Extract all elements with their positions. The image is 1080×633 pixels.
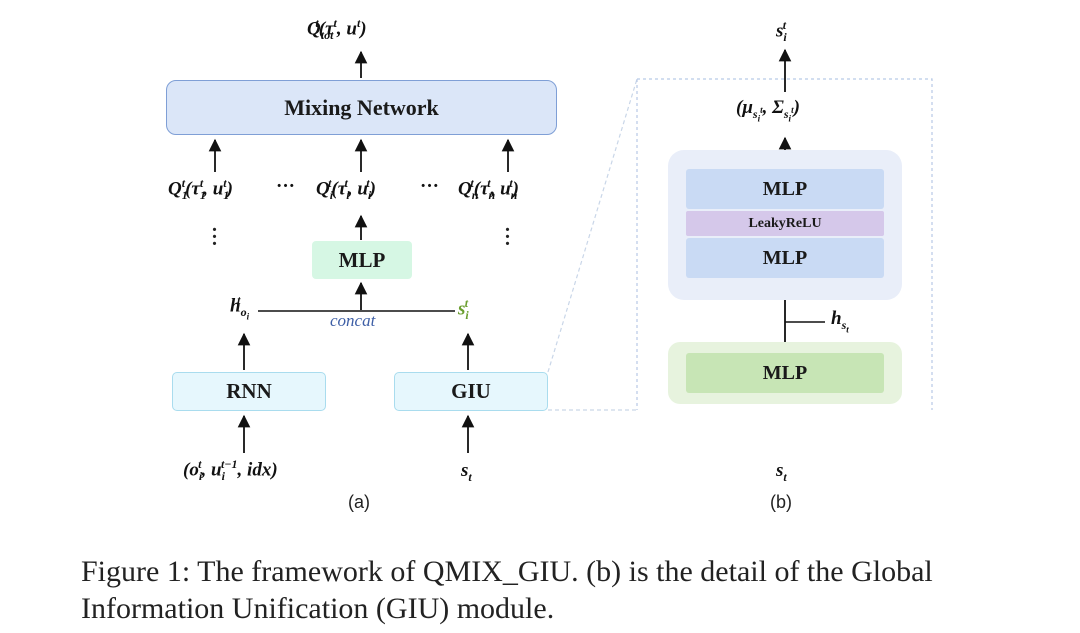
leaky-relu-label: LeakyReLU: [748, 215, 822, 231]
sublabel-a: (a): [348, 492, 370, 512]
rnn-input-label: (oit, uit−1, idx): [183, 457, 278, 484]
vdots-right: ...: [505, 214, 510, 250]
mlp-box-b-bottom: MLP: [686, 353, 884, 393]
s-i-out-label: sit: [776, 18, 787, 45]
mlp-label-b-bottom: MLP: [762, 361, 808, 384]
zoom-line-top: [547, 78, 638, 373]
q-i-label: Qit(τit, uit): [316, 176, 376, 203]
mlp-label-a: MLP: [338, 247, 386, 272]
mixing-network-box: Mixing Network: [166, 80, 557, 135]
giu-box: GIU: [394, 372, 548, 411]
concat-label: concat: [330, 311, 376, 330]
mlp-box-b-mid: MLP: [686, 238, 884, 278]
h-st-label: hst: [831, 308, 849, 335]
mlp-box-a: MLP: [312, 241, 412, 279]
mlp-box-b-top: MLP: [686, 169, 884, 209]
s-i-label: sit: [458, 296, 469, 323]
giu-label: GIU: [451, 379, 491, 403]
panel-b-frame: [636, 78, 933, 410]
s-t-label-b: st: [776, 460, 787, 484]
q-n-label: Qnt(τnt, unt): [458, 176, 519, 203]
leaky-relu-box: LeakyReLU: [686, 211, 884, 236]
vdots-left: ...: [212, 214, 217, 250]
q-1-label: Q1t(τ1t, u1t): [168, 176, 233, 203]
figure-caption: Figure 1: The framework of QMIX_GIU. (b)…: [81, 555, 933, 625]
rnn-label: RNN: [226, 379, 272, 403]
sublabel-b: (b): [770, 492, 792, 512]
hdots-1: ···: [276, 176, 296, 197]
mixing-network-label: Mixing Network: [284, 94, 439, 120]
q-tot-label: Qtott(τt, ut): [307, 16, 367, 43]
rnn-box: RNN: [172, 372, 326, 411]
h-label: hoit: [230, 293, 250, 322]
hdots-2: ···: [420, 176, 440, 197]
s-t-label-a: st: [461, 460, 472, 484]
mlp-label-b-mid: MLP: [762, 246, 808, 269]
mu-sigma-label: (μsit, Σsit): [736, 97, 800, 124]
mlp-label-b-top: MLP: [762, 177, 808, 200]
